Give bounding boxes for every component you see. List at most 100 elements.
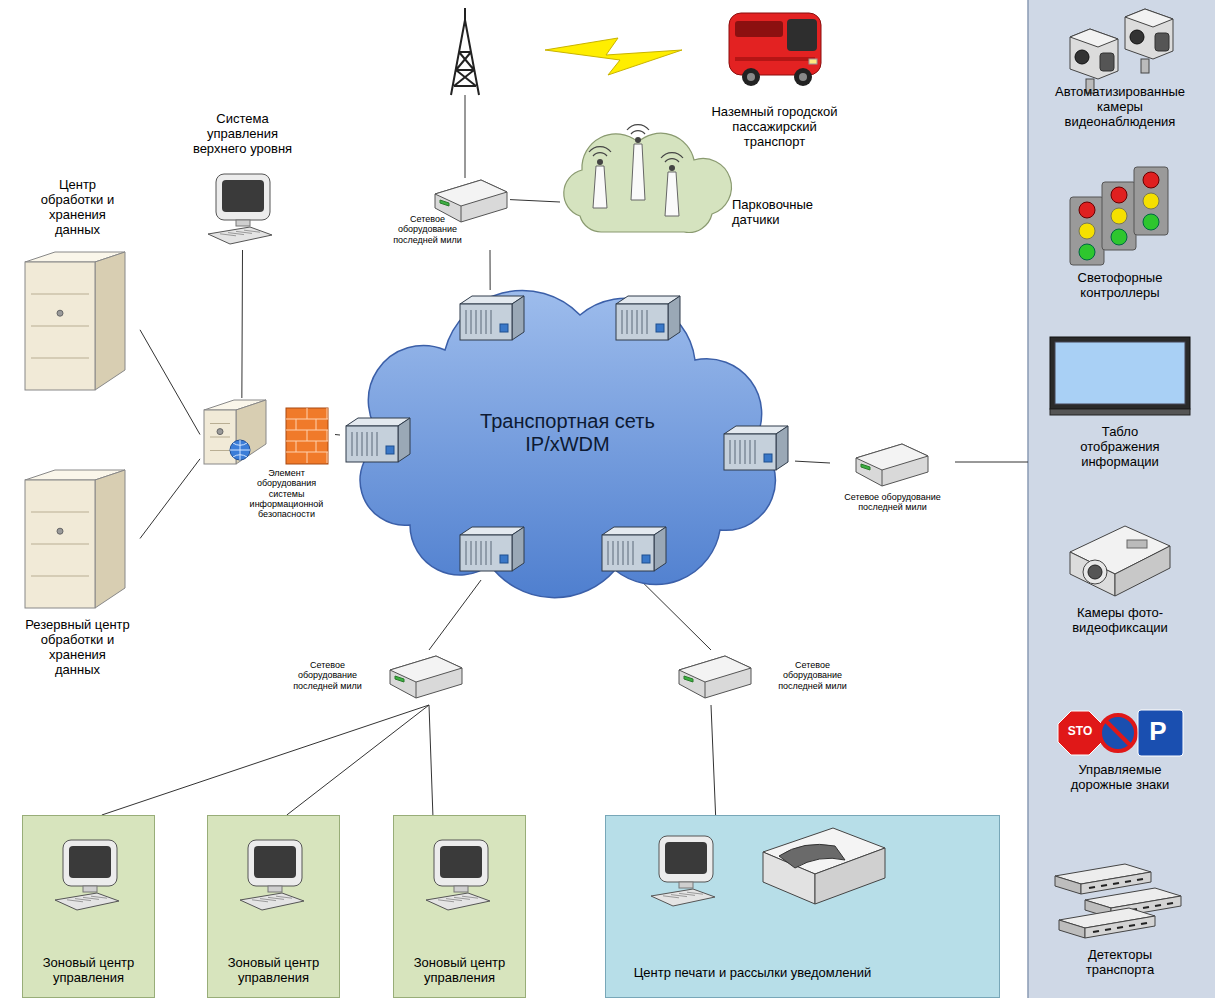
icon-part bbox=[386, 446, 394, 454]
icon-part bbox=[635, 137, 641, 143]
last-mile-device: Сетевое оборудование последней мили bbox=[830, 440, 955, 555]
icon-part bbox=[1141, 59, 1149, 73]
icon-part bbox=[63, 840, 117, 886]
icon-part bbox=[83, 897, 99, 899]
pc-icon bbox=[55, 840, 125, 912]
connector bbox=[490, 250, 491, 290]
icon-part bbox=[1105, 929, 1111, 930]
icon-part bbox=[1155, 905, 1161, 906]
icon-part bbox=[779, 844, 845, 868]
icon-part bbox=[1088, 565, 1102, 579]
transport-cloud: Транспортная сеть IP/xWDM bbox=[340, 290, 795, 580]
info-board: Табло отображения информации bbox=[1035, 335, 1205, 495]
icon-part bbox=[602, 535, 654, 571]
icon-part bbox=[462, 896, 478, 898]
icon-part bbox=[1055, 342, 1185, 404]
last-mile-device: Сетевое оборудование последней мили bbox=[385, 178, 510, 250]
connector bbox=[241, 250, 243, 398]
icon-part bbox=[622, 310, 623, 334]
icon-part bbox=[1138, 710, 1183, 756]
hub-icon bbox=[200, 398, 335, 468]
icon-part bbox=[1101, 885, 1107, 886]
icon-part bbox=[1085, 916, 1155, 938]
last-mile-device: Сетевое оборудование последней мили bbox=[285, 650, 465, 705]
zone-center: Зоновый центр управления bbox=[207, 815, 340, 998]
icon-part bbox=[435, 180, 507, 206]
icon-part bbox=[616, 304, 668, 340]
icon-part bbox=[1111, 187, 1127, 203]
radio-tower bbox=[451, 8, 479, 95]
node-label: Транспортная сеть IP/xWDM bbox=[470, 410, 665, 456]
icon-part bbox=[1079, 202, 1095, 218]
icon-part bbox=[1113, 883, 1119, 884]
bus-icon bbox=[725, 5, 825, 100]
connector bbox=[335, 434, 340, 435]
node-label: Система управления верхнего уровня bbox=[188, 112, 297, 157]
icon-part bbox=[1143, 172, 1159, 188]
icon-part bbox=[222, 180, 264, 212]
icon-part bbox=[1115, 546, 1170, 596]
icon-part bbox=[91, 896, 107, 898]
node-label: Зоновый центр управления bbox=[29, 956, 148, 986]
icon-part bbox=[296, 419, 316, 430]
icon-part bbox=[471, 310, 472, 334]
icon-part bbox=[512, 527, 524, 571]
icon-part bbox=[228, 233, 244, 235]
icon-part bbox=[491, 310, 492, 334]
icon-part bbox=[460, 304, 512, 340]
icon-part bbox=[31, 512, 89, 513]
icon-part bbox=[750, 440, 751, 464]
icon-part bbox=[671, 895, 687, 897]
icon-part bbox=[454, 886, 468, 892]
icon-part bbox=[637, 310, 638, 334]
print-center: Центр печати и рассылки уведомлений bbox=[605, 815, 1000, 998]
sign-text: STO bbox=[1068, 724, 1092, 738]
icon-part bbox=[665, 172, 679, 216]
backup-data-center: Резервный центр обработки и хранения дан… bbox=[15, 468, 140, 703]
icon-part bbox=[633, 541, 634, 565]
icon-part bbox=[1059, 920, 1085, 938]
last-mile-device: Сетевое оборудование последней мили bbox=[675, 650, 855, 705]
enforcement-cameras: Камеры фото-видеофиксации bbox=[1035, 510, 1205, 660]
connector bbox=[711, 705, 716, 815]
icon-part bbox=[661, 153, 683, 158]
traffic-controllers: Светофорные контроллеры bbox=[1035, 165, 1205, 315]
icon-part bbox=[460, 535, 512, 571]
icon-part bbox=[25, 480, 95, 608]
node-label: Парковочные датчики bbox=[732, 198, 835, 228]
icon-part bbox=[742, 68, 760, 86]
antenna-line bbox=[465, 95, 466, 178]
icon-part bbox=[352, 432, 353, 456]
node-label: Сетевое оборудование последней мили bbox=[285, 660, 370, 691]
icon-part bbox=[679, 656, 751, 682]
icon-part bbox=[454, 897, 470, 899]
icon-part bbox=[1129, 925, 1135, 926]
icon-part bbox=[856, 444, 928, 470]
icon-part bbox=[684, 676, 693, 682]
icon-part bbox=[623, 541, 624, 565]
zone-center: Зоновый центр управления bbox=[22, 815, 155, 998]
icon-part bbox=[434, 840, 488, 886]
icon-part bbox=[608, 541, 609, 565]
icon-part bbox=[627, 125, 649, 130]
icon-part bbox=[1100, 715, 1136, 751]
icon-part bbox=[440, 846, 482, 878]
icon-part bbox=[236, 231, 252, 233]
icon-part bbox=[1143, 214, 1159, 230]
icon-part bbox=[632, 310, 633, 334]
icon-part bbox=[307, 430, 327, 441]
node-label: Центр печати и рассылки уведомлений bbox=[606, 966, 899, 981]
icon-part bbox=[481, 310, 482, 334]
pc-icon bbox=[240, 840, 310, 912]
icon-part bbox=[57, 310, 63, 316]
icon-part bbox=[416, 682, 417, 698]
icon-part bbox=[1134, 167, 1168, 235]
icon-part bbox=[1125, 9, 1173, 27]
icon-part bbox=[799, 73, 807, 81]
icon-part bbox=[377, 432, 378, 456]
icon-part bbox=[55, 893, 119, 910]
icon-part bbox=[1137, 879, 1143, 880]
icon-part bbox=[75, 899, 91, 901]
icon-part bbox=[1125, 9, 1173, 59]
